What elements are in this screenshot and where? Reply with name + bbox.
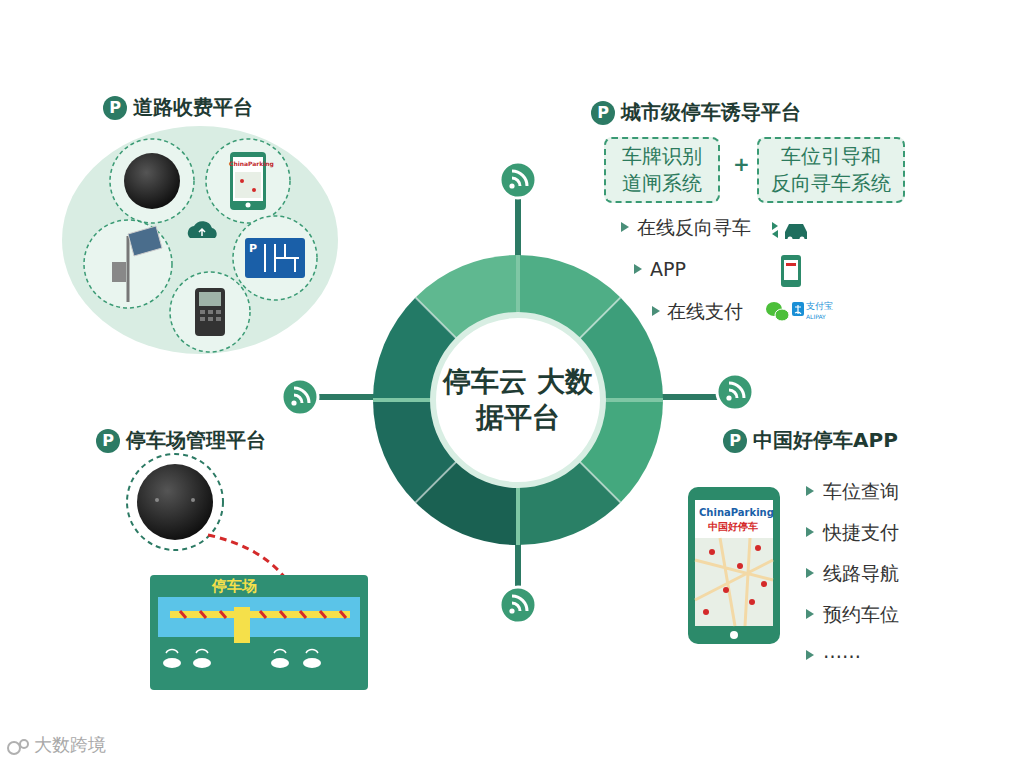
ring — [373, 255, 663, 545]
feature-item: 线路导航 — [823, 562, 899, 585]
app-logo: 中国好停车 — [708, 521, 758, 533]
feature-item: 车位查询 — [823, 480, 899, 503]
dashed-box: 车牌识别 道闸系统 — [604, 137, 720, 203]
app-phone — [688, 487, 780, 644]
center-circle: 停车云 大数据平台 — [430, 312, 606, 488]
feature-item: …… — [823, 640, 861, 663]
alipay-text: ALIPAY — [806, 313, 826, 320]
platform-heading: 停车场管理平台 — [126, 428, 266, 452]
p-icon: P — [591, 101, 615, 125]
feature-item: APP — [650, 258, 686, 281]
node-text: 车牌识别 道闸系统 — [616, 143, 708, 197]
feature-item: 快捷支付 — [823, 521, 899, 544]
platform-heading: 城市级停车诱导平台 — [621, 100, 801, 124]
payment-icons — [766, 302, 804, 321]
car-icon — [772, 222, 807, 242]
app-logo: ChinaParking — [699, 507, 774, 519]
platform-heading: 中国好停车APP — [753, 428, 898, 452]
region-circle: 道路收费平台 — [62, 126, 338, 354]
feature-item: 在线反向寻车 — [637, 216, 751, 239]
plus-sign: + — [733, 152, 750, 176]
feature-item: 在线支付 — [667, 300, 743, 323]
watermark-logo — [8, 740, 28, 754]
app-logo: ChinaParking — [229, 160, 274, 167]
node-text: 停车场 — [212, 577, 257, 596]
watermark: 大数跨境 — [34, 734, 106, 756]
alipay-text: 支付宝 — [806, 301, 833, 312]
p-icon: P — [103, 96, 127, 120]
dashed-box: 车位引导和 反向寻车系统 — [757, 137, 905, 203]
parking-lot: 停车场 — [150, 575, 368, 690]
p-icon: P — [723, 429, 747, 453]
sign-letter: P — [249, 242, 257, 255]
node-text: 车位引导和 反向寻车系统 — [769, 143, 893, 197]
wifi-icons — [282, 162, 753, 623]
spokes — [300, 180, 735, 605]
phone-icon — [781, 255, 801, 287]
feature-item: 预约车位 — [823, 603, 899, 626]
p-icon: P — [96, 429, 120, 453]
node-text: 停车云 大数据平台 — [440, 364, 597, 437]
node-text: 道路收费平台 — [133, 94, 253, 121]
